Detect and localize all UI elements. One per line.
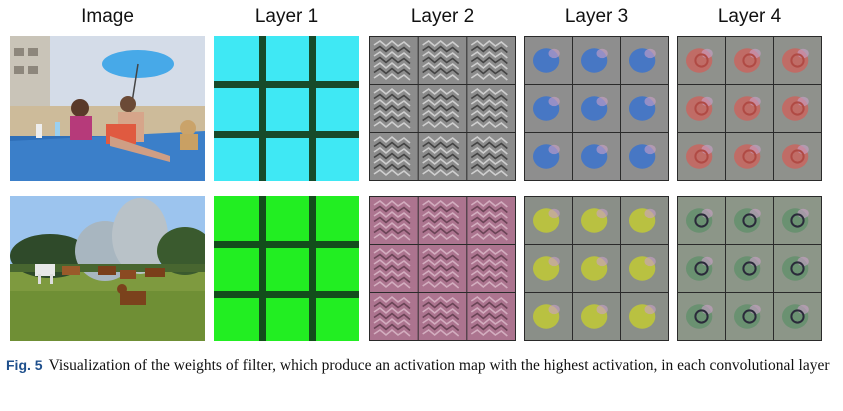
figure-label: Fig. 5 <box>6 357 43 373</box>
photo-beach <box>10 36 205 181</box>
caption-text: Visualization of the weights of filter, … <box>48 357 830 374</box>
layer3-filter-row1 <box>524 36 669 181</box>
header-layer2: Layer 2 <box>410 6 475 27</box>
header-layer3: Layer 3 <box>564 6 629 27</box>
layer1-filter-row2 <box>214 196 359 341</box>
header-layer1: Layer 1 <box>254 6 319 27</box>
layer3-filter-row2 <box>524 196 669 341</box>
layer1-filter-row1 <box>214 36 359 181</box>
header-image: Image <box>81 6 134 27</box>
header-layer4: Layer 4 <box>717 6 782 27</box>
layer4-filter-row2 <box>677 196 822 341</box>
photo-horses <box>10 196 205 341</box>
layer4-filter-row1 <box>677 36 822 181</box>
layer2-filter-row1 <box>369 36 516 181</box>
figure-caption: Fig. 5 Visualization of the weights of fi… <box>6 355 836 376</box>
layer2-filter-row2 <box>369 196 516 341</box>
